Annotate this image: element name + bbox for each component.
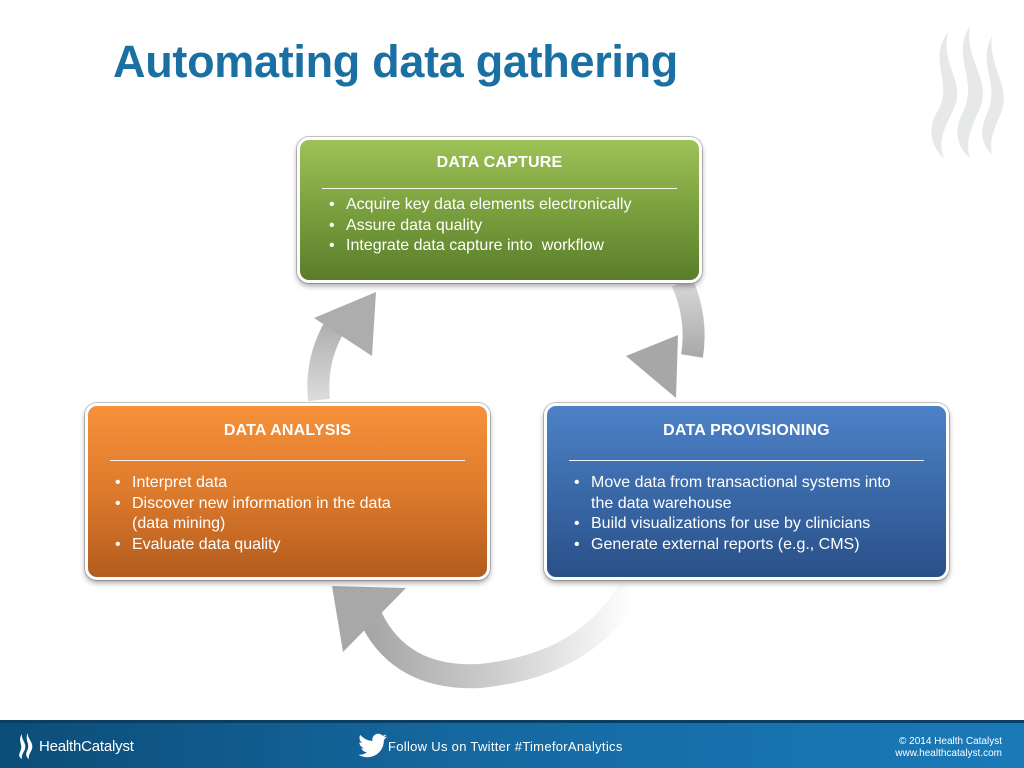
data-provisioning-title: DATA PROVISIONING: [663, 422, 830, 439]
data-provisioning-list: Move data from transactional systems int…: [571, 473, 916, 555]
list-item: Evaluate data quality: [112, 535, 412, 556]
list-item: Acquire key data elements electronically: [326, 195, 699, 216]
data-analysis-box: DATA ANALYSIS Interpret data Discover ne…: [85, 403, 490, 580]
data-capture-title: DATA CAPTURE: [436, 154, 563, 171]
data-provisioning-divider: [569, 460, 924, 461]
data-analysis-list: Interpret data Discover new information …: [112, 473, 412, 555]
data-capture-divider: [322, 188, 677, 189]
twitter-bird-icon: [358, 733, 387, 758]
flame-watermark-icon: [931, 26, 1004, 158]
flame-logo-icon: [19, 733, 33, 759]
list-item: Move data from transactional systems int…: [571, 473, 916, 514]
data-analysis-divider: [110, 460, 465, 461]
list-item: Generate external reports (e.g., CMS): [571, 535, 916, 556]
website-link[interactable]: www.healthcatalyst.com: [895, 748, 1002, 759]
list-item: Interpret data: [112, 473, 412, 494]
page-title: Automating data gathering: [113, 36, 678, 87]
copyright-text: © 2014 Health Catalyst: [899, 736, 1002, 747]
arrow-analysis-to-capture: [307, 292, 376, 402]
list-item: Discover new information in the data (da…: [112, 494, 412, 535]
twitter-text: Follow Us on Twitter #TimeforAnalytics: [388, 738, 623, 754]
list-item: Assure data quality: [326, 216, 699, 237]
list-item: Integrate data capture into workflow: [326, 236, 699, 257]
logo-text: HealthCatalyst: [39, 737, 134, 755]
footer-bar: HealthCatalyst Follow Us on Twitter #Tim…: [0, 720, 1024, 768]
data-provisioning-box: DATA PROVISIONING Move data from transac…: [544, 403, 949, 580]
health-catalyst-logo[interactable]: HealthCatalyst: [16, 732, 134, 760]
arrow-capture-to-provisioning: [626, 277, 705, 398]
list-item: Build visualizations for use by clinicia…: [571, 514, 916, 535]
arrow-provisioning-to-analysis: [332, 579, 643, 689]
data-capture-list: Acquire key data elements electronically…: [326, 195, 699, 257]
twitter-link[interactable]: Follow Us on Twitter #TimeforAnalytics: [358, 733, 623, 759]
data-capture-box: DATA CAPTURE Acquire key data elements e…: [297, 137, 702, 283]
data-analysis-title: DATA ANALYSIS: [223, 422, 352, 439]
copyright-block: © 2014 Health Catalyst www.healthcatalys…: [895, 736, 1002, 760]
